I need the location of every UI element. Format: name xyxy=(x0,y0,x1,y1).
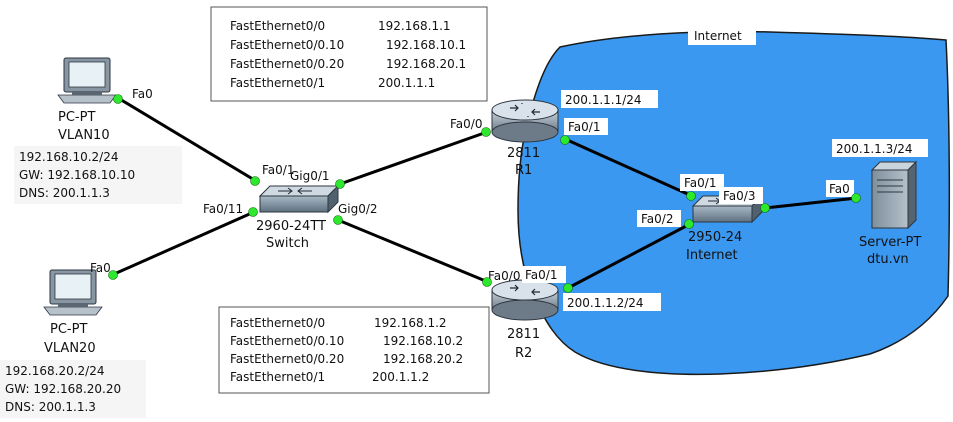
switch2-port-server: Fa0/3 xyxy=(723,189,755,203)
switch-icon xyxy=(258,184,340,214)
server-device[interactable]: Server-PT dtu.vn xyxy=(859,160,921,267)
r2-port-lan: Fa0/0 xyxy=(488,269,520,283)
config-box-r2 xyxy=(218,306,490,394)
router-icon xyxy=(491,279,559,321)
pc1-port-label: Fa0 xyxy=(132,87,153,101)
pc1-device[interactable]: PC-PT VLAN10 xyxy=(57,57,117,143)
r2-cfg-ip-3: 200.1.1.2 xyxy=(372,370,429,384)
port-dot xyxy=(684,219,694,229)
link-pc2-switch xyxy=(111,210,255,277)
r2-cfg-ip-0: 192.168.1.2 xyxy=(374,316,447,330)
port-dot xyxy=(560,135,570,145)
r1-cfg-ip-0: 192.168.1.1 xyxy=(378,19,451,33)
r2-cfg-iface-1: FastEthernet0/0.10 xyxy=(230,334,344,348)
switch1-port-r1: Gig0/1 xyxy=(290,169,330,183)
pc2-info-ip: 192.168.20.2/24 xyxy=(5,364,104,378)
r1-cfg-iface-0: FastEthernet0/0 xyxy=(230,19,325,33)
pc2-port-label: Fa0 xyxy=(90,261,111,275)
r2-cfg-ip-2: 192.168.20.2 xyxy=(383,352,463,366)
pc1-info-ip: 192.168.10.2/24 xyxy=(19,150,118,164)
pc1-info-dns: DNS: 200.1.1.3 xyxy=(19,186,110,200)
pc1-model: PC-PT xyxy=(58,110,95,125)
r2-port-wan: Fa0/1 xyxy=(525,268,557,282)
r2-cfg-iface-2: FastEthernet0/0.20 xyxy=(230,352,344,366)
pc1-name: VLAN10 xyxy=(58,128,110,143)
r2-device[interactable]: 2811 R2 xyxy=(491,279,559,361)
pc2-device[interactable]: PC-PT VLAN20 xyxy=(43,269,103,356)
switch2-model: 2950-24 xyxy=(688,230,742,245)
pc-icon xyxy=(43,269,103,316)
r1-port-wan: Fa0/1 xyxy=(568,120,600,134)
port-dot xyxy=(250,176,260,186)
port-dot xyxy=(851,193,861,203)
link-r2-sw2 xyxy=(567,222,691,290)
switch1-name: Switch xyxy=(266,236,309,251)
port-dot xyxy=(563,283,573,293)
server-name: dtu.vn xyxy=(867,252,909,267)
pc2-name: VLAN20 xyxy=(44,341,96,356)
port-dot xyxy=(481,127,491,137)
link-switch-r1 xyxy=(339,130,488,186)
r2-wan-ip: 200.1.1.2/24 xyxy=(567,296,644,310)
port-dot xyxy=(108,270,118,280)
switch1-port-pc1: Fa0/1 xyxy=(262,163,294,177)
r1-cfg-iface-3: FastEthernet0/1 xyxy=(230,76,325,90)
switch1-model: 2960-24TT xyxy=(256,219,326,234)
config-box-r1 xyxy=(210,6,488,102)
port-dot xyxy=(335,179,345,189)
links xyxy=(111,96,858,290)
switch2-port-r1: Fa0/1 xyxy=(684,176,716,190)
port-status-dots xyxy=(108,94,861,293)
pc2-info-gw: GW: 192.168.20.20 xyxy=(5,382,121,396)
r1-wan-ip: 200.1.1.1/24 xyxy=(565,93,642,107)
switch1-port-pc2: Fa0/11 xyxy=(203,202,243,216)
pc2-model: PC-PT xyxy=(50,322,87,337)
port-dot xyxy=(113,94,123,104)
port-dot xyxy=(760,203,770,213)
link-r1-sw2 xyxy=(564,137,693,198)
r2-model: 2811 xyxy=(507,327,540,342)
pc-icon xyxy=(57,57,117,104)
r2-cfg-ip-1: 192.168.10.2 xyxy=(383,334,463,348)
cloud-label: Internet xyxy=(694,29,742,43)
switch2-port-r2: Fa0/2 xyxy=(641,212,673,226)
server-port-label: Fa0 xyxy=(829,182,850,196)
link-pc1-switch xyxy=(117,96,257,183)
r1-model: 2811 xyxy=(507,146,540,161)
port-dot xyxy=(686,191,696,201)
link-switch-r2 xyxy=(337,218,489,284)
server-icon xyxy=(870,160,918,230)
r2-name: R2 xyxy=(515,346,532,361)
r1-cfg-iface-2: FastEthernet0/0.20 xyxy=(230,57,344,71)
r1-cfg-ip-1: 192.168.10.1 xyxy=(386,38,466,52)
port-dot xyxy=(482,277,492,287)
server-ip: 200.1.1.3/24 xyxy=(836,142,913,156)
switch1-port-r2: Gig0/2 xyxy=(338,202,378,216)
r2-cfg-iface-3: FastEthernet0/1 xyxy=(230,370,325,384)
pc2-info-dns: DNS: 200.1.1.3 xyxy=(5,400,96,414)
r1-device[interactable]: 2811 R1 xyxy=(491,99,559,178)
r1-port-lan: Fa0/0 xyxy=(450,117,482,131)
r1-cfg-ip-3: 200.1.1.1 xyxy=(378,76,435,90)
switch1-device[interactable]: 2960-24TT Switch xyxy=(256,184,340,251)
server-model: Server-PT xyxy=(859,235,921,250)
link-sw2-server xyxy=(764,196,858,210)
r1-cfg-iface-1: FastEthernet0/0.10 xyxy=(230,38,344,52)
port-dot xyxy=(248,207,258,217)
router-icon xyxy=(491,99,559,143)
pc1-info-gw: GW: 192.168.10.10 xyxy=(19,168,135,182)
r1-name: R1 xyxy=(515,163,532,178)
r2-cfg-iface-0: FastEthernet0/0 xyxy=(230,316,325,330)
r1-cfg-ip-2: 192.168.20.1 xyxy=(386,57,466,71)
switch2-name: Internet xyxy=(686,248,738,263)
port-dot xyxy=(333,215,343,225)
